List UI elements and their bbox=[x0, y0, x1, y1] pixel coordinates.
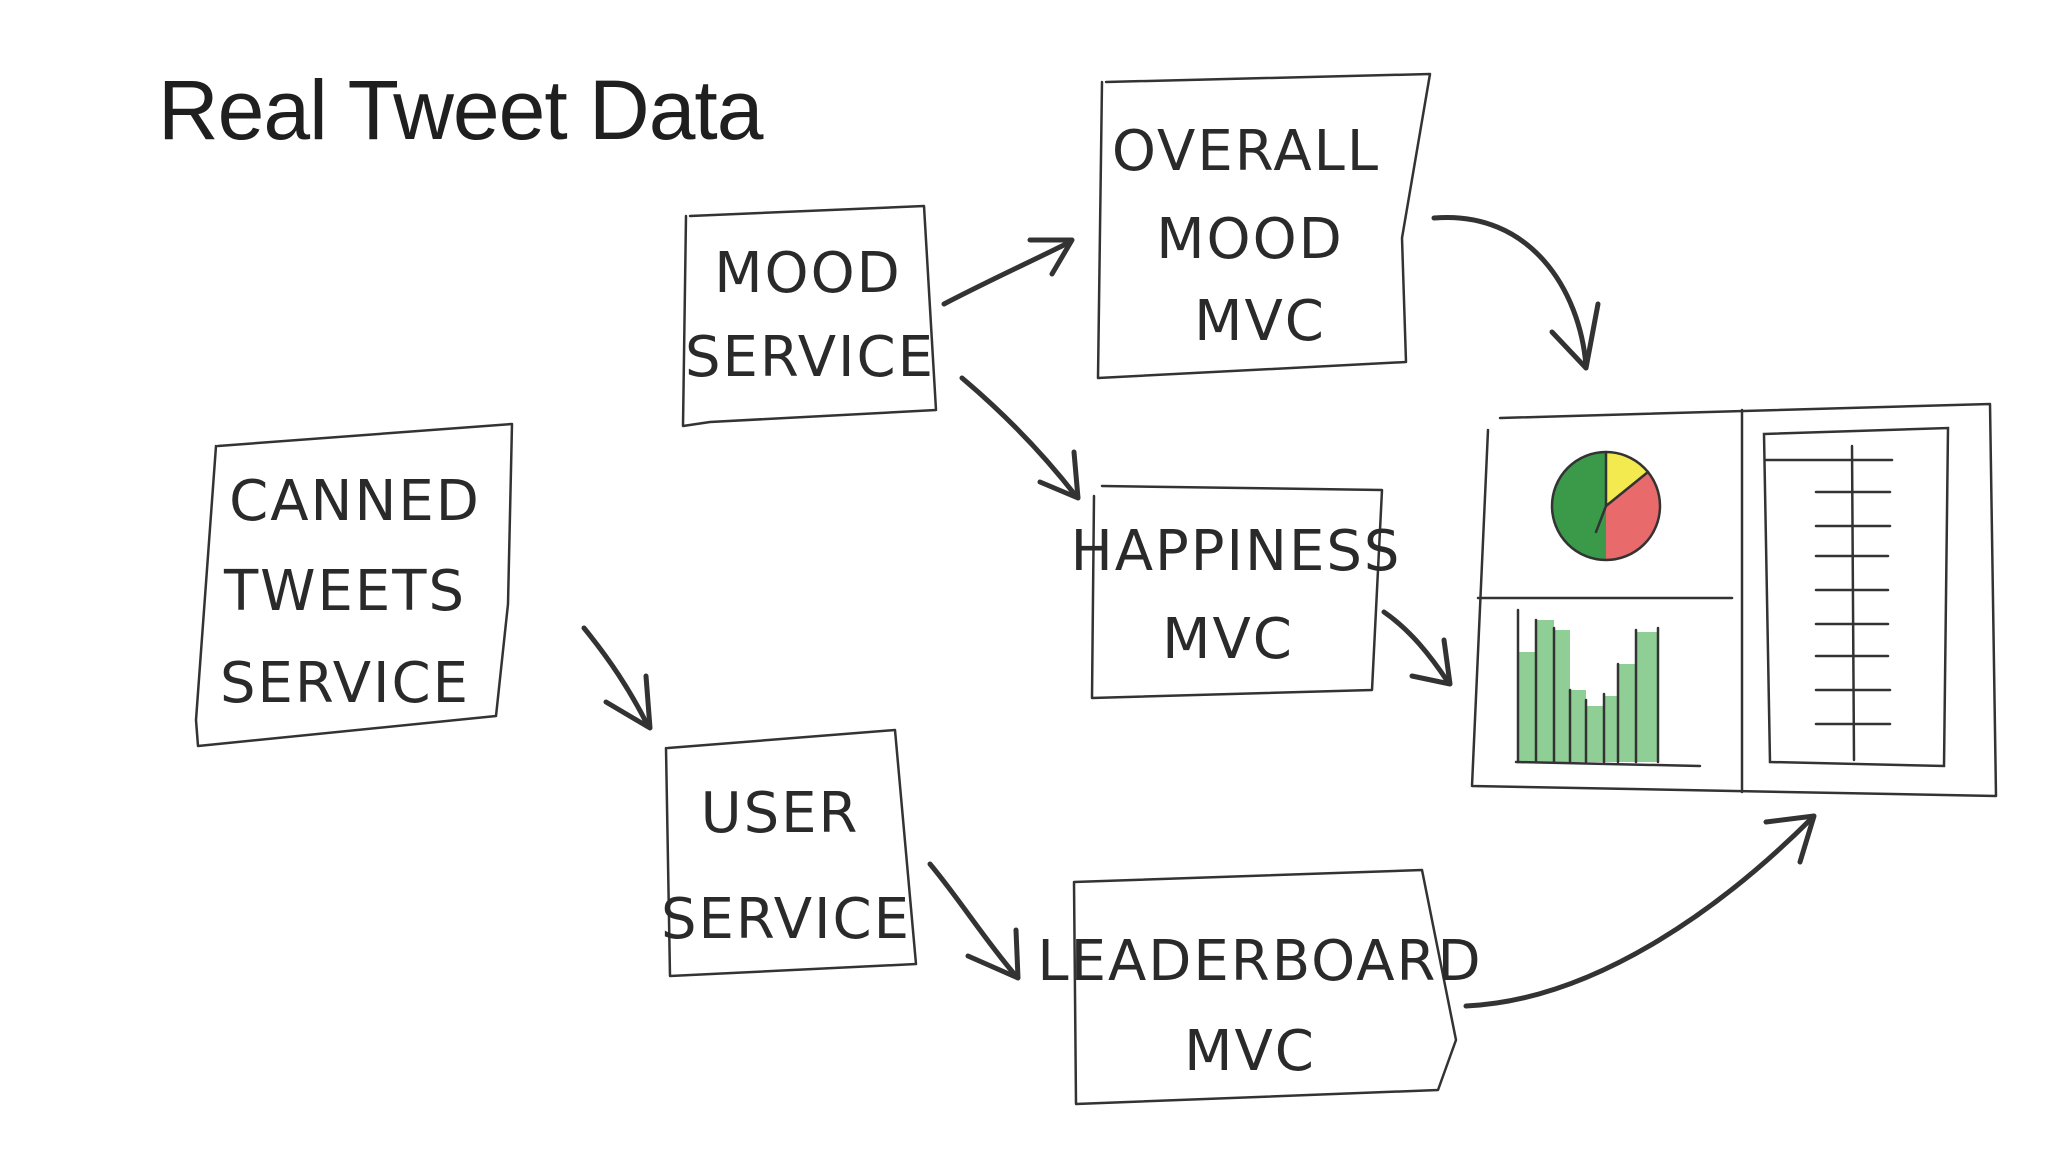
node-label-line: MVC bbox=[1184, 1019, 1316, 1084]
slide-title: Real Tweet Data bbox=[158, 63, 763, 157]
node-label-line: MOOD bbox=[1156, 207, 1344, 272]
bar bbox=[1586, 706, 1604, 762]
edge-mood-to-happiness bbox=[959, 375, 1081, 501]
edge-mood-to-overall-mood bbox=[941, 237, 1075, 307]
pie-slice-green bbox=[1552, 452, 1606, 560]
pie-slice-red bbox=[1606, 472, 1661, 560]
bar bbox=[1518, 652, 1536, 762]
node-label-line: MVC bbox=[1162, 607, 1294, 672]
bar-chart-icon bbox=[1514, 608, 1702, 768]
pie-slice-yellow bbox=[1606, 451, 1648, 506]
list-icon bbox=[1762, 426, 1950, 768]
node-dashboard bbox=[1470, 402, 1998, 798]
bar bbox=[1554, 630, 1570, 762]
node-canned-tweets-service: CANNED TWEETS SERVICE bbox=[194, 422, 514, 748]
bar bbox=[1618, 664, 1636, 762]
node-label-line: MOOD bbox=[714, 241, 902, 306]
bar bbox=[1536, 620, 1554, 762]
node-label-line: HAPPINESS bbox=[1071, 519, 1402, 584]
edge-leaderboard-to-dashboard bbox=[1463, 813, 1817, 1009]
bar bbox=[1604, 696, 1618, 762]
node-label-line: CANNED bbox=[229, 469, 481, 534]
node-happiness-mvc: HAPPINESS MVC bbox=[1071, 484, 1402, 700]
node-label-line: MVC bbox=[1194, 289, 1326, 354]
edge-canned-to-user-service bbox=[581, 625, 653, 731]
node-label-line: TWEETS bbox=[223, 559, 466, 624]
node-label-line: LEADERBOARD bbox=[1037, 929, 1482, 994]
bar bbox=[1636, 632, 1658, 762]
node-label-line: OVERALL bbox=[1112, 119, 1380, 184]
node-label-line: SERVICE bbox=[685, 325, 935, 390]
node-overall-mood-mvc: OVERALL MOOD MVC bbox=[1096, 72, 1432, 380]
edge-user-to-leaderboard bbox=[927, 861, 1021, 981]
bar bbox=[1570, 690, 1586, 762]
node-label-line: SERVICE bbox=[661, 887, 911, 952]
edge-overall-mood-to-dashboard bbox=[1431, 214, 1601, 371]
node-label-line: USER bbox=[701, 781, 860, 846]
node-leaderboard-mvc: LEADERBOARD MVC bbox=[1037, 868, 1482, 1106]
edge-happiness-to-dashboard bbox=[1381, 609, 1453, 687]
node-user-service: USER SERVICE bbox=[661, 728, 918, 978]
node-label-line: SERVICE bbox=[220, 651, 470, 716]
node-mood-service: MOOD SERVICE bbox=[681, 204, 938, 428]
pie-chart-icon bbox=[1550, 450, 1662, 562]
